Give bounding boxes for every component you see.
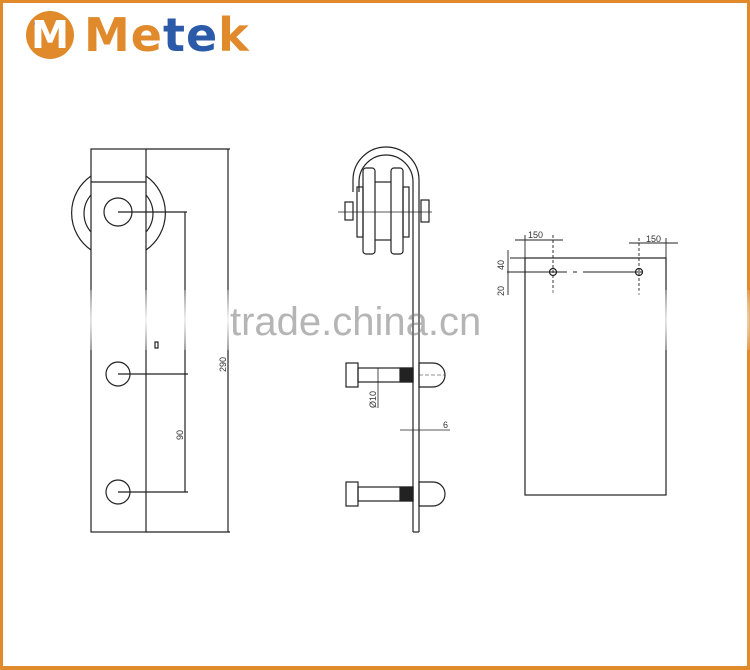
- logo-dot: [34, 21, 39, 26]
- watermark-blur: [545, 290, 561, 350]
- dim-bolt-diameter: Ø10: [368, 391, 378, 408]
- dim-overall-height: 290: [218, 357, 228, 372]
- brand-logo: M Metek: [26, 10, 250, 60]
- watermark-blur: [735, 290, 750, 350]
- watermark-text: trade.china.cn: [230, 300, 482, 344]
- watermark-blur: [138, 290, 154, 350]
- dim-right-offset: 150: [646, 234, 661, 244]
- dim-top-offset: 40: [496, 260, 506, 270]
- dim-hole-spacing: 90: [175, 430, 185, 440]
- dim-left-offset: 150: [528, 230, 543, 240]
- watermark-blur: [178, 290, 194, 350]
- watermark-blur: [220, 290, 236, 350]
- side-view: [338, 146, 450, 533]
- watermark-blur: [63, 290, 79, 350]
- brand-name-part2: te: [162, 8, 219, 62]
- logo-letter: M: [31, 13, 69, 57]
- brand-name: Metek: [84, 10, 250, 60]
- dim-side-offset: 20: [496, 286, 506, 296]
- brand-name-part3: k: [218, 8, 250, 62]
- dim-plate-thickness: 6: [443, 420, 448, 430]
- door-view: [507, 235, 678, 496]
- brand-name-part1: Me: [84, 8, 163, 62]
- watermark-blur: [630, 290, 646, 350]
- watermark-blur: [660, 290, 676, 350]
- watermark-blur: [85, 290, 101, 350]
- logo-m-icon: M: [26, 11, 74, 59]
